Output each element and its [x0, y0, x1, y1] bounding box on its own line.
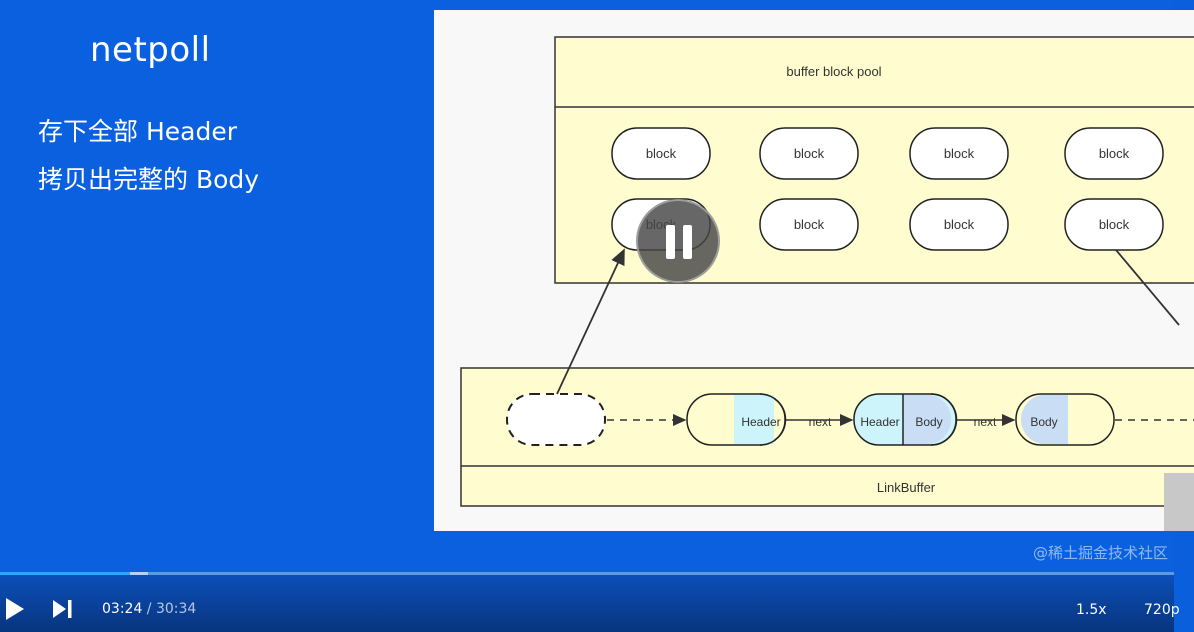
svg-text:Body: Body — [1030, 415, 1057, 429]
block-node: block — [1064, 198, 1164, 251]
pause-icon — [666, 225, 675, 259]
svg-text:block: block — [646, 146, 677, 161]
overlay-thumbnail — [1164, 473, 1194, 531]
svg-text:block: block — [794, 217, 825, 232]
player-controls: 03:24 / 30:34 1.5x 720p — [0, 572, 1180, 632]
slide-title: netpoll — [90, 30, 211, 70]
block-node: block — [909, 198, 1009, 251]
skip-next-icon — [53, 600, 72, 618]
block-node: block — [759, 198, 859, 251]
play-icon — [6, 598, 24, 620]
node-body: Body — [1015, 393, 1115, 446]
time-display: 03:24 / 30:34 — [102, 601, 196, 617]
next-label-2: next — [974, 415, 997, 429]
svg-text:Body: Body — [915, 415, 942, 429]
pool-label: buffer block pool — [786, 64, 881, 79]
quality-button[interactable]: 720p — [1144, 602, 1180, 618]
svg-text:block: block — [1099, 146, 1130, 161]
svg-text:Header: Header — [860, 415, 899, 429]
playback-speed-button[interactable]: 1.5x — [1076, 602, 1107, 618]
svg-text:block: block — [944, 146, 975, 161]
video-frame[interactable]: netpoll 存下全部 Header 拷贝出完整的 Body buffer b… — [0, 0, 1194, 575]
linkbuffer-diagram: buffer block pool block block block bloc… — [460, 36, 1194, 531]
svg-text:block: block — [1099, 217, 1130, 232]
pause-overlay-button[interactable] — [636, 199, 720, 283]
time-separator: / — [142, 601, 156, 617]
duration: 30:34 — [155, 601, 197, 617]
slide-bullet-1: 存下全部 Header — [38, 117, 237, 146]
linkbuffer-label: LinkBuffer — [877, 480, 936, 495]
block-node: block — [909, 127, 1009, 180]
node-header-body: Header Body — [853, 393, 958, 446]
svg-text:block: block — [944, 217, 975, 232]
slide-bullet-2: 拷贝出完整的 Body — [38, 165, 260, 194]
block-node: block — [759, 127, 859, 180]
dashed-empty-node — [506, 393, 606, 446]
svg-text:block: block — [794, 146, 825, 161]
block-node: block — [1064, 127, 1164, 180]
progress-played — [0, 572, 131, 575]
play-button[interactable] — [4, 597, 26, 621]
progress-bar[interactable] — [0, 572, 1174, 575]
link-nodes: Header next Header Body next B — [506, 393, 1194, 446]
current-time: 03:24 — [102, 601, 143, 617]
node-header: Header — [686, 393, 787, 446]
diagram-panel: buffer block pool block block block bloc… — [434, 10, 1194, 531]
svg-text:Header: Header — [741, 415, 780, 429]
watermark: @稀土掘金技术社区 — [1032, 544, 1168, 562]
block-node: block — [611, 127, 711, 180]
next-label-1: next — [809, 415, 832, 429]
release-arrow — [1115, 249, 1180, 326]
alloc-arrow — [556, 248, 625, 395]
next-button[interactable] — [52, 599, 74, 619]
